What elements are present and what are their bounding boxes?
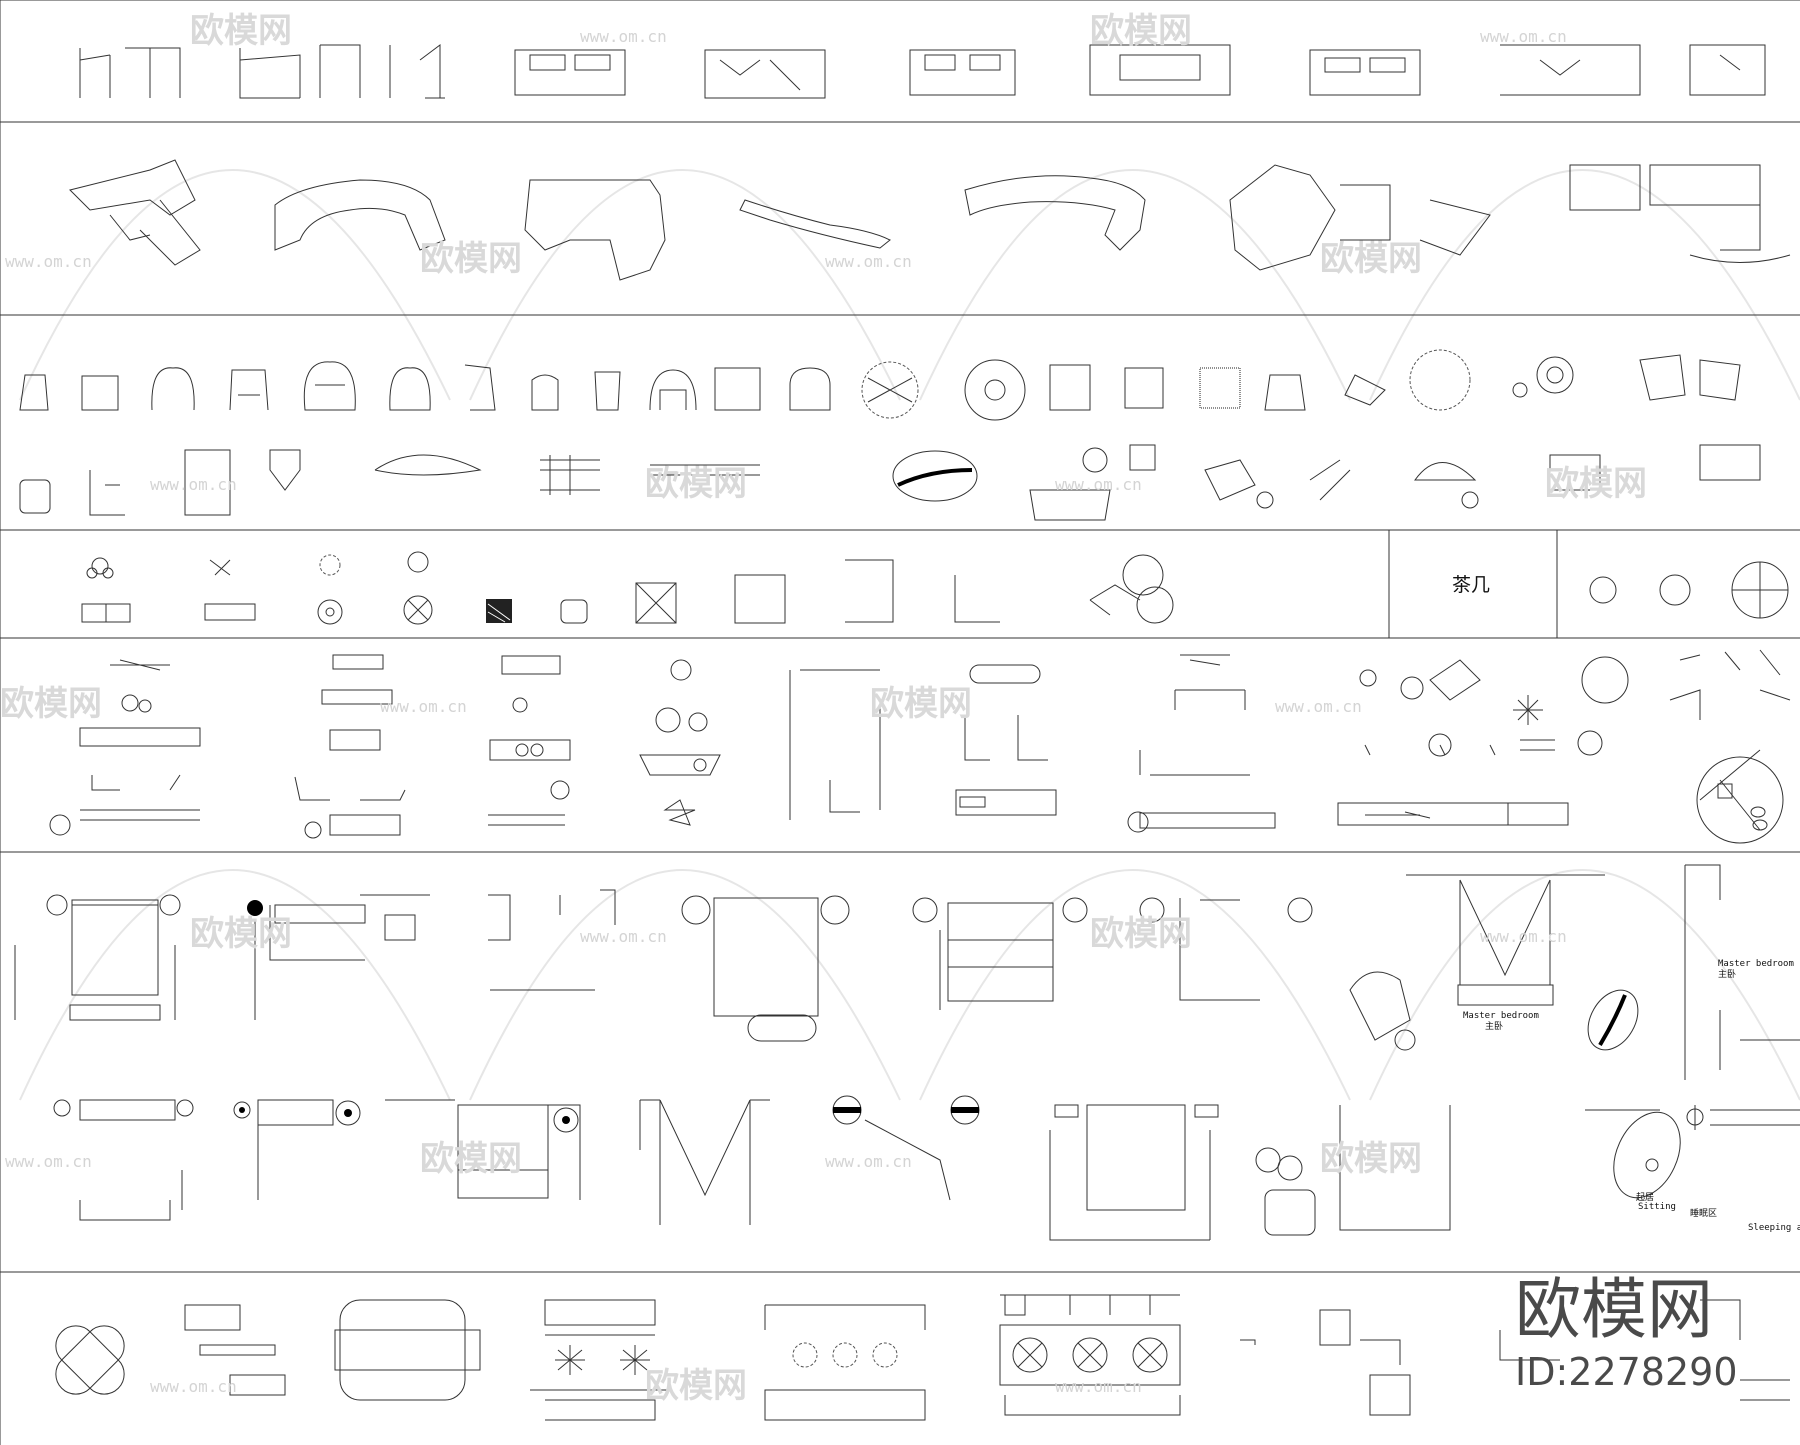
row-beds-upper: Master bedroom 主卧 Master bedroom 主卧 [14, 864, 1800, 1080]
watermark-url: www.om.cn [1480, 27, 1567, 46]
watermark-url: www.om.cn [580, 927, 667, 946]
watermark-url: www.om.cn [580, 27, 667, 46]
brand-id: ID:2278290 [1515, 1350, 1738, 1394]
label-sleeping-area-cn: 睡眠区 [1690, 1207, 1717, 1219]
label-master-bedroom-cn-2: 主卧 [1718, 968, 1736, 980]
row-cabinets [49, 649, 1791, 844]
label-master-bedroom-cn: 主卧 [1485, 1020, 1503, 1032]
watermark-name: 欧模网 [190, 11, 292, 51]
watermark-url: www.om.cn [150, 475, 237, 494]
watermark-url: www.om.cn [1275, 697, 1362, 716]
watermark-url: www.om.cn [5, 252, 92, 271]
brand-name: 欧模网 [1515, 1271, 1713, 1348]
watermarks: 欧模网 www.om.cn 欧模网 www.om.cn www.om.cn 欧模… [0, 11, 1647, 1406]
watermark-name: 欧模网 [420, 239, 522, 279]
watermark-name: 欧模网 [645, 1366, 747, 1406]
label-sitting-en: Sitting [1638, 1202, 1676, 1212]
watermark-url: www.om.cn [150, 1377, 237, 1396]
watermark-arcs [19, 169, 1800, 1101]
watermark-url: www.om.cn [380, 697, 467, 716]
watermark-name: 欧模网 [420, 1139, 522, 1179]
label-sitting-cn: 起居 [1636, 1192, 1654, 1203]
label-coffee-table: 茶几 [1452, 574, 1490, 596]
row-dining-tables [55, 1294, 1790, 1421]
watermark-name: 欧模网 [190, 914, 292, 954]
watermark-url: www.om.cn [1055, 1377, 1142, 1396]
watermark-name: 欧模网 [1320, 239, 1422, 279]
watermark-url: www.om.cn [825, 252, 912, 271]
brand-stamp: 欧模网 ID:2278290 [1515, 1271, 1738, 1394]
watermark-name: 欧模网 [870, 684, 972, 724]
watermark-url: www.om.cn [5, 1152, 92, 1171]
watermark-name: 欧模网 [645, 464, 747, 504]
watermark-name: 欧模网 [1320, 1139, 1422, 1179]
watermark-url: www.om.cn [1055, 475, 1142, 494]
label-sleeping-area-en: Sleeping ar [1748, 1223, 1800, 1233]
watermark-url: www.om.cn [1480, 927, 1567, 946]
watermark-name: 欧模网 [1090, 11, 1192, 51]
row-sectional-sofas [69, 159, 1791, 281]
row-beds-lower: 起居 Sitting 睡眠区 Sleeping ar [53, 1095, 1800, 1241]
row-side-tables: 茶几 [81, 551, 1789, 625]
row-sofa-elevations [79, 44, 1766, 99]
watermark-url: www.om.cn [825, 1152, 912, 1171]
row-chairs [19, 349, 1761, 521]
watermark-name: 欧模网 [0, 684, 102, 724]
watermark-name: 欧模网 [1545, 464, 1647, 504]
label-master-bedroom-en: Master bedroom [1463, 1011, 1539, 1021]
watermark-name: 欧模网 [1090, 914, 1192, 954]
label-master-bedroom-en-2: Master bedroom [1718, 959, 1794, 969]
